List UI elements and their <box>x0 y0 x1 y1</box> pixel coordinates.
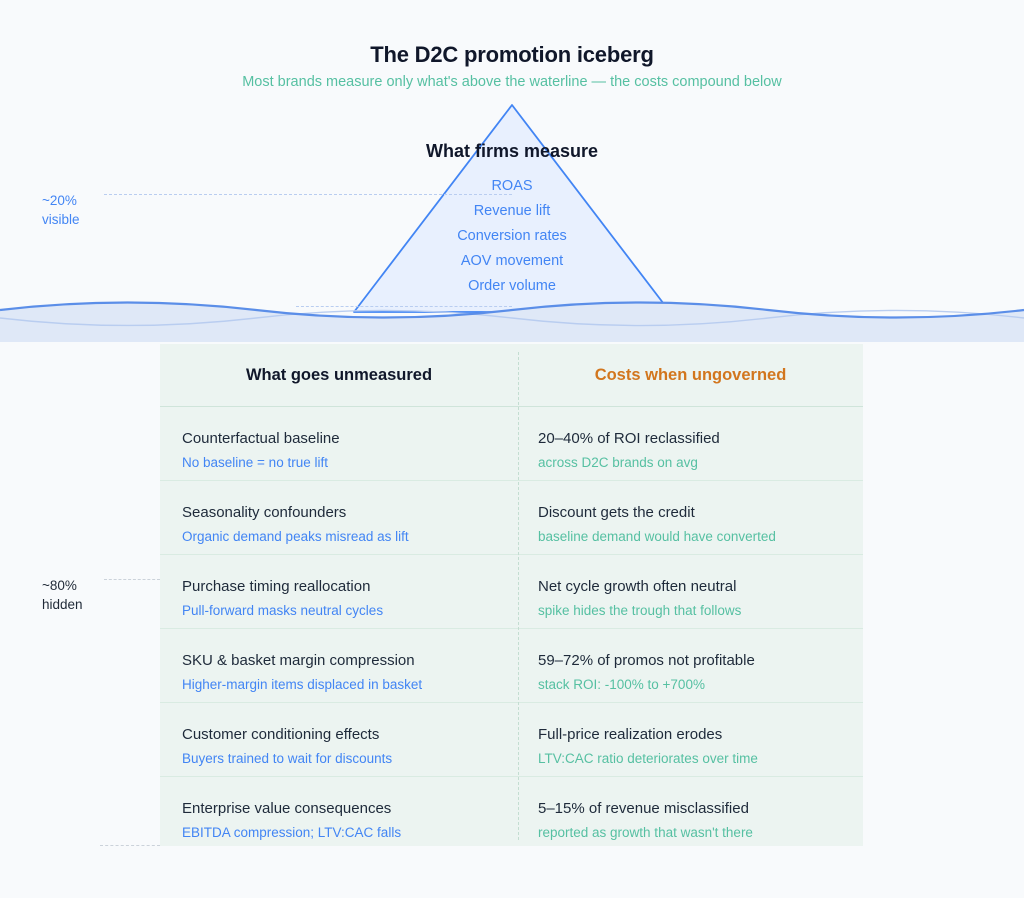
cell-main-text: Purchase timing reallocation <box>182 578 371 595</box>
cell-main-text: Full-price realization erodes <box>538 726 723 743</box>
table-row: SKU & basket margin compression Higher-m… <box>160 629 863 703</box>
iceberg-item-roas: ROAS <box>491 178 533 194</box>
cell-main-text: Enterprise value consequences <box>182 800 392 817</box>
annotation-hidden: ~80% hidden <box>42 576 83 614</box>
iceberg-item-conversion-rates: Conversion rates <box>457 228 567 244</box>
cell-sub-text: across D2C brands on avg <box>538 455 698 470</box>
table-header-unmeasured: What goes unmeasured <box>245 365 433 384</box>
table-cell-unmeasured: Seasonality confounders Organic demand p… <box>160 481 518 554</box>
waterline-band <box>0 301 1024 342</box>
annotation-visible: ~20% visible <box>42 191 80 229</box>
cell-sub-text: LTV:CAC ratio deteriorates over time <box>538 751 758 766</box>
page-subtitle: Most brands measure only what's above th… <box>242 74 782 90</box>
cell-main-text: 20–40% of ROI reclassified <box>538 430 720 447</box>
table-cell-cost: 5–15% of revenue misclassified reported … <box>518 777 863 850</box>
table-header-costs: Costs when ungoverned <box>594 365 787 384</box>
annotation-hidden-label: hidden <box>42 597 83 612</box>
cell-sub-text: Buyers trained to wait for discounts <box>182 751 393 766</box>
table-cell-unmeasured: Customer conditioning effects Buyers tra… <box>160 703 518 776</box>
iceberg-item-aov-movement: AOV movement <box>460 253 564 269</box>
table-row: Seasonality confounders Organic demand p… <box>160 481 863 555</box>
dashed-leader-waterline <box>296 306 512 307</box>
table-column-divider <box>518 352 519 840</box>
dashed-leader-hidden <box>104 579 160 580</box>
table-cell-cost: 59–72% of promos not profitable stack RO… <box>518 629 863 702</box>
table-cell-unmeasured: Counterfactual baseline No baseline = no… <box>160 407 518 480</box>
cell-sub-text: reported as growth that wasn't there <box>538 825 753 840</box>
annotation-hidden-pct: ~80% <box>42 578 77 593</box>
iceberg-item-order-volume: Order volume <box>468 278 556 294</box>
table-cell-unmeasured: Enterprise value consequences EBITDA com… <box>160 777 518 850</box>
iceberg-item-revenue-lift: Revenue lift <box>473 203 551 219</box>
table-cell-cost: 20–40% of ROI reclassified across D2C br… <box>518 407 863 480</box>
table-row: Enterprise value consequences EBITDA com… <box>160 777 863 850</box>
unmeasured-costs-table: What goes unmeasured Costs when ungovern… <box>160 344 863 846</box>
iceberg-measured-list: ROAS Revenue lift Conversion rates AOV m… <box>0 174 1024 299</box>
cell-main-text: Customer conditioning effects <box>182 726 380 743</box>
table-row: Counterfactual baseline No baseline = no… <box>160 407 863 481</box>
cell-main-text: 5–15% of revenue misclassified <box>538 800 749 817</box>
cell-sub-text: EBITDA compression; LTV:CAC falls <box>182 825 402 840</box>
dashed-leader-top <box>104 194 512 195</box>
table-row: Customer conditioning effects Buyers tra… <box>160 703 863 777</box>
table-cell-unmeasured: SKU & basket margin compression Higher-m… <box>160 629 518 702</box>
cell-sub-text: No baseline = no true lift <box>182 455 328 470</box>
cell-main-text: 59–72% of promos not profitable <box>538 652 755 669</box>
cell-main-text: Counterfactual baseline <box>182 430 340 447</box>
table-cell-cost: Net cycle growth often neutral spike hid… <box>518 555 863 628</box>
cell-sub-text: Pull-forward masks neutral cycles <box>182 603 384 618</box>
table-row: Purchase timing reallocation Pull-forwar… <box>160 555 863 629</box>
table-header-row: What goes unmeasured Costs when ungovern… <box>160 344 863 407</box>
page-title: The D2C promotion iceberg <box>370 42 654 67</box>
annotation-visible-label: visible <box>42 212 80 227</box>
dashed-leader-bottom <box>100 845 160 846</box>
cell-main-text: Seasonality confounders <box>182 504 347 521</box>
annotation-visible-pct: ~20% <box>42 193 77 208</box>
cell-main-text: SKU & basket margin compression <box>182 652 415 669</box>
iceberg-heading: What firms measure <box>425 141 599 161</box>
cell-sub-text: spike hides the trough that follows <box>538 603 742 618</box>
table-cell-unmeasured: Purchase timing reallocation Pull-forwar… <box>160 555 518 628</box>
table-cell-cost: Discount gets the credit baseline demand… <box>518 481 863 554</box>
cell-sub-text: baseline demand would have converted <box>538 529 776 544</box>
cell-sub-text: stack ROI: -100% to +700% <box>538 677 705 692</box>
cell-sub-text: Organic demand peaks misread as lift <box>182 529 409 544</box>
table-cell-cost: Full-price realization erodes LTV:CAC ra… <box>518 703 863 776</box>
cell-main-text: Net cycle growth often neutral <box>538 578 737 595</box>
cell-sub-text: Higher-margin items displaced in basket <box>182 677 423 692</box>
cell-main-text: Discount gets the credit <box>538 504 695 521</box>
